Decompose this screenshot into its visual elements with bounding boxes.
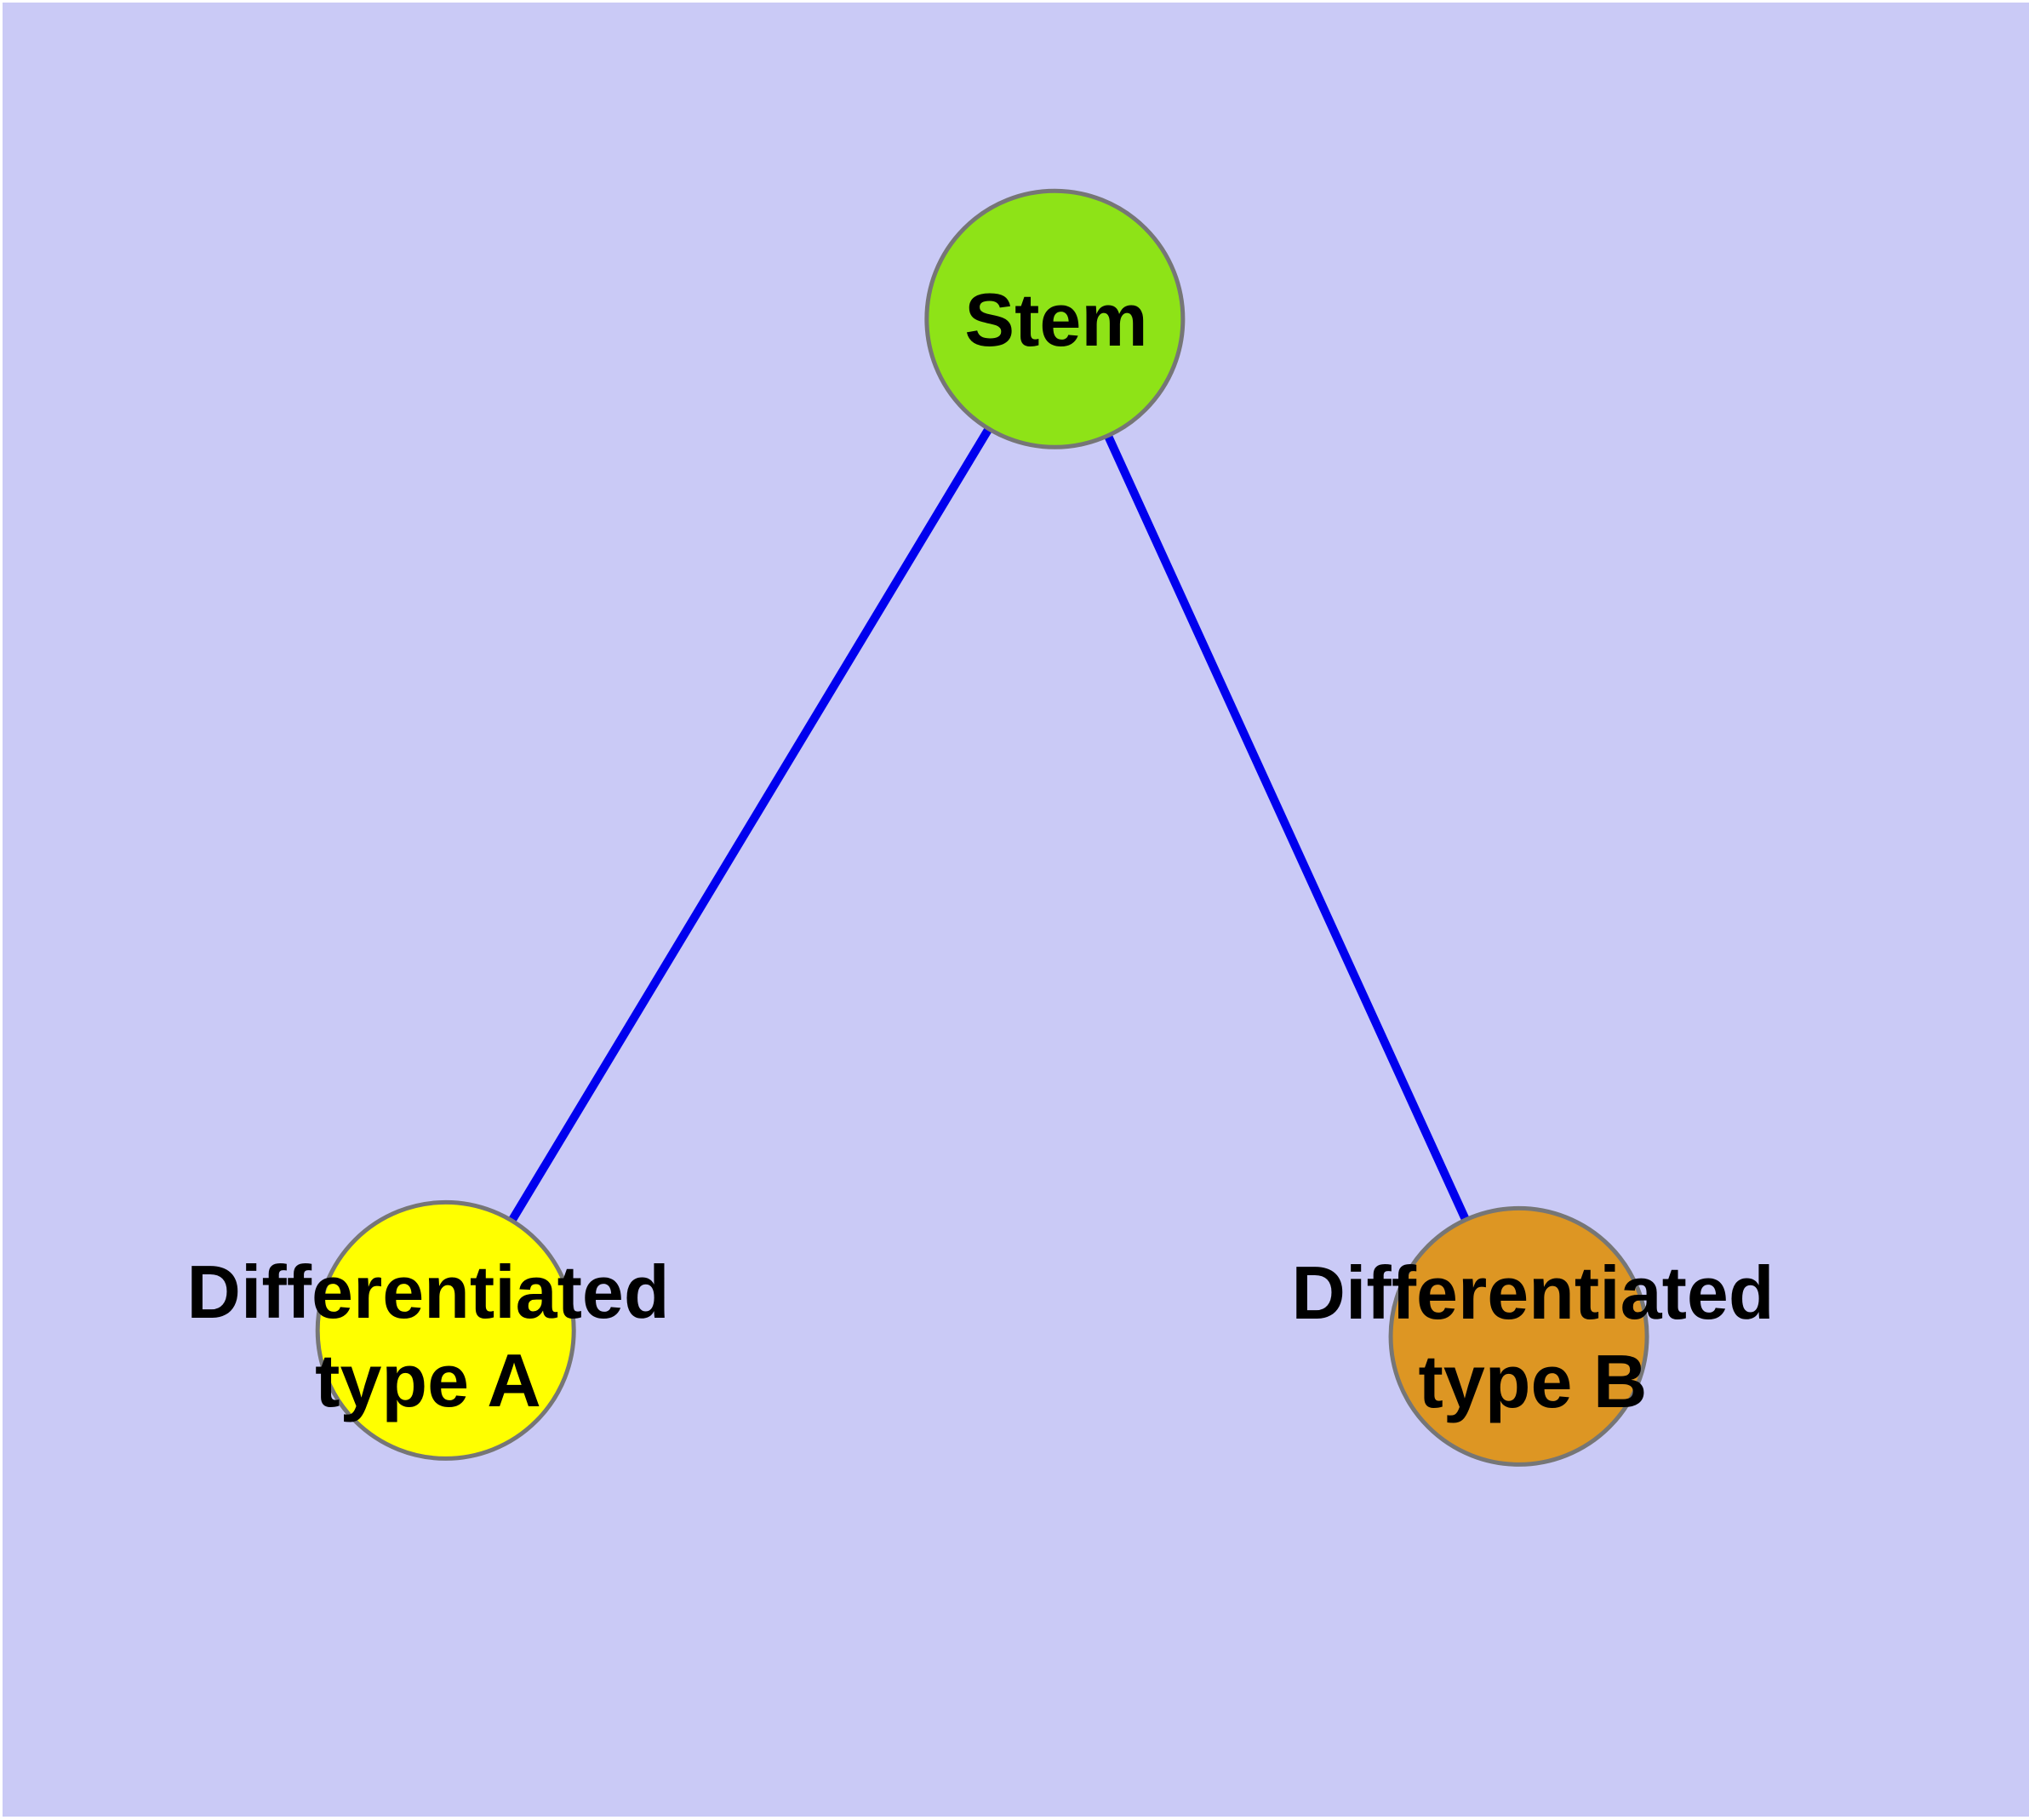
node-type-a-circle[interactable] xyxy=(315,1199,576,1461)
node-type-b-circle[interactable] xyxy=(1388,1205,1649,1467)
node-stem-circle[interactable] xyxy=(924,188,1186,449)
edge-stem-to-type-a[interactable] xyxy=(442,317,1059,1333)
edge-stem-to-type-b[interactable] xyxy=(1050,317,1523,1338)
graph-svg xyxy=(315,188,1649,1467)
